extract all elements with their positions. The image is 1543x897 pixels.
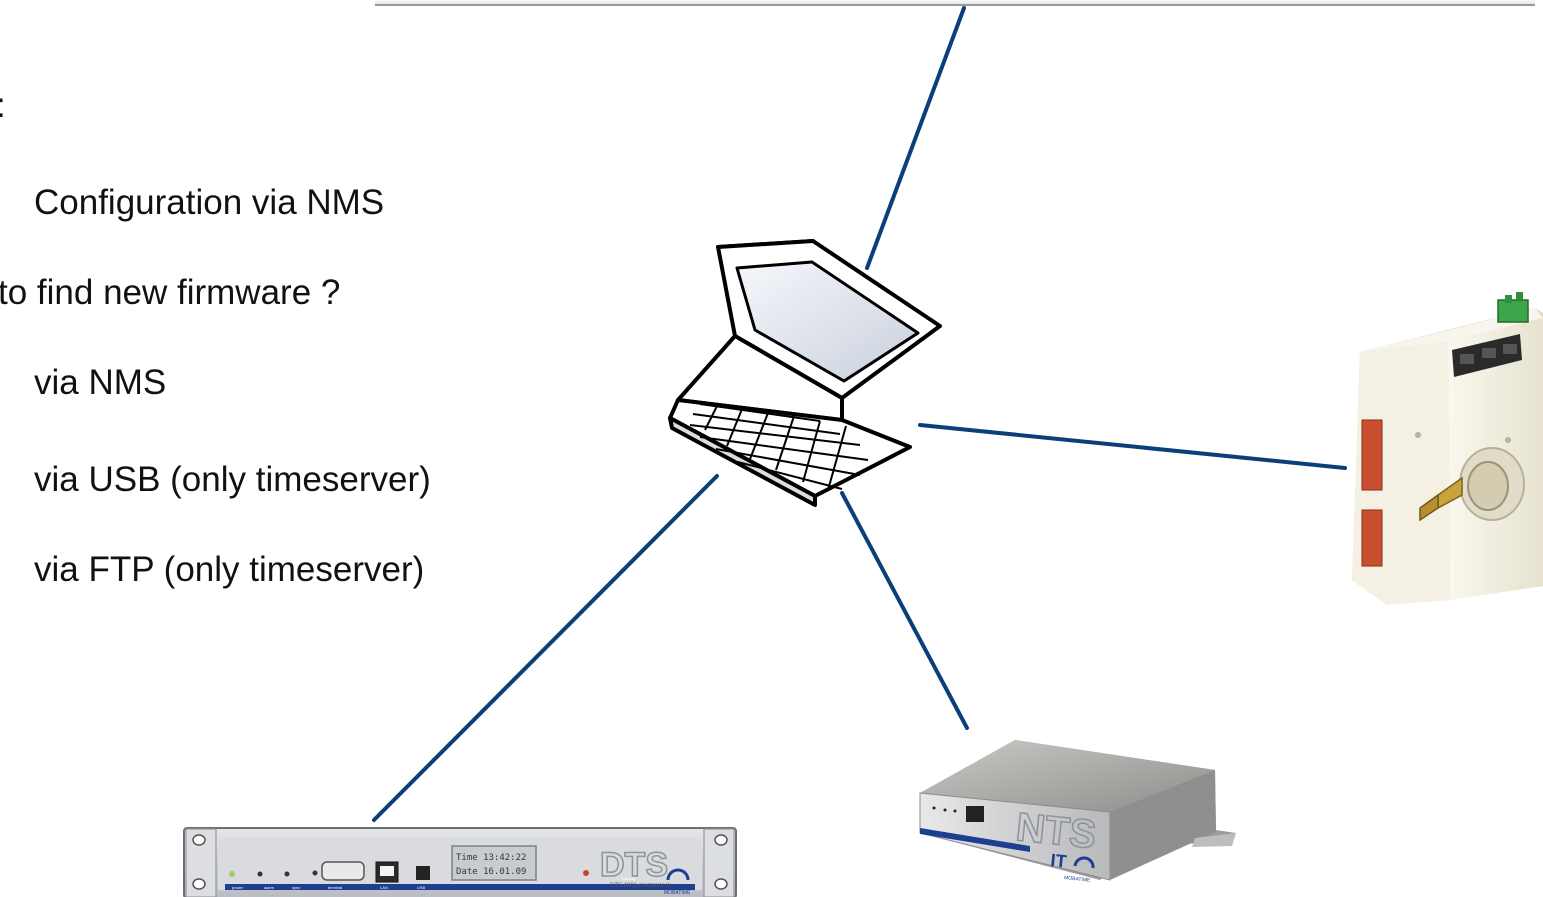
connection-lines: [372, 6, 1347, 822]
laptop-icon: [668, 239, 942, 507]
rack-port-label: alarm: [264, 885, 275, 890]
text-line-configuration: Configuration via NMS: [34, 183, 385, 222]
nts-sub-brand: IT: [1050, 850, 1068, 872]
nts-logo-text: MOBATIME: [1064, 875, 1091, 884]
wall-module: [1352, 292, 1543, 605]
connection-line-nts: [840, 491, 969, 730]
text-line-via-nms: via NMS: [34, 363, 167, 402]
rack-port-label: power: [232, 885, 244, 890]
rack-port-label: sync: [292, 885, 300, 890]
rack-port-label: Display: [622, 876, 635, 881]
connection-line-module: [918, 423, 1347, 470]
rack-logo-icon: [666, 868, 690, 881]
text-line-via-usb: via USB (only timeserver): [34, 460, 431, 499]
rack-lcd-line-1: Time 13:42:22: [456, 853, 526, 863]
text-line-colon: :: [0, 86, 6, 126]
nts-timeserver-box: NTS IT MOBATIME: [919, 740, 1236, 884]
rack-port-label: terminal: [328, 885, 342, 890]
rack-logo-text: MOBATIME: [664, 890, 691, 896]
rack-port-label: LAN: [380, 885, 388, 890]
nts-brand-text: NTS: [1014, 805, 1098, 857]
rack-timeserver: Time 13:42:22 Date 16.01.09 DTS DTS 4801…: [183, 827, 737, 897]
top-frame-bar: [375, 0, 1535, 6]
text-line-firmware-question: to find new firmware ?: [0, 273, 341, 312]
text-line-via-ftp: via FTP (only timeserver): [34, 550, 425, 589]
nts-logo-icon: [1073, 856, 1095, 869]
connection-line-rack: [372, 474, 719, 822]
rack-model-label: DTS 4801.masterclock: [610, 883, 672, 889]
rack-lcd-line-2: Date 16.01.09: [456, 867, 526, 877]
rack-brand-text: DTS: [600, 846, 668, 884]
rack-port-label: USB: [417, 885, 426, 890]
connection-line-top: [865, 6, 966, 270]
